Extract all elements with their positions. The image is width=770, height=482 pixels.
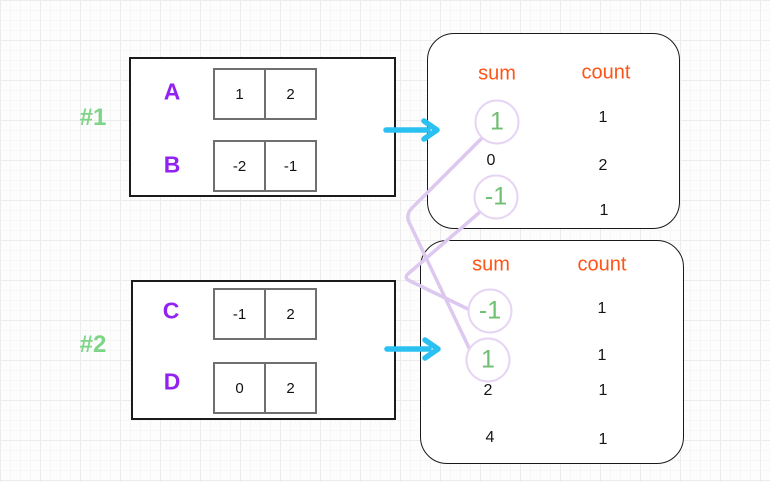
table-2-sum: 4 — [485, 429, 495, 446]
example-2-label: #2 — [79, 331, 107, 358]
array-cell: -2 — [213, 140, 266, 192]
array-d-cells: 0 2 — [213, 362, 317, 414]
arrow-right-icon — [384, 337, 441, 361]
array-cell: 0 — [213, 362, 266, 414]
array-cell: 1 — [213, 68, 266, 120]
arrow-right-icon — [383, 118, 440, 142]
connector-sum-neg1-to-sum-neg1 — [404, 210, 482, 311]
table-1-count: 2 — [598, 157, 608, 174]
array-cell: -1 — [213, 288, 266, 340]
array-b-cells: -2 -1 — [213, 140, 317, 192]
table-2-sum-circled: -1 — [467, 288, 513, 334]
array-cell: -1 — [264, 140, 317, 192]
table-1-count: 1 — [599, 202, 609, 219]
table-2-count: 1 — [597, 347, 607, 364]
array-c-name: C — [162, 297, 180, 324]
array-c-cells: -1 2 — [213, 288, 317, 340]
table-1-sum-header: sum — [478, 62, 516, 85]
array-cell: 2 — [264, 68, 317, 120]
table-2-sum-header: sum — [472, 253, 510, 276]
array-cell: 2 — [264, 288, 317, 340]
array-b-name: B — [163, 151, 181, 178]
array-cell: 2 — [264, 362, 317, 414]
sum-count-table-2 — [420, 240, 684, 464]
table-1-sum-circled: 1 — [474, 99, 520, 145]
table-2-count-header: count — [577, 253, 627, 276]
array-d-name: D — [163, 368, 181, 395]
array-a-cells: 1 2 — [213, 68, 317, 120]
table-2-count: 1 — [598, 431, 608, 448]
table-2-count: 1 — [597, 300, 607, 317]
table-2-count: 1 — [598, 382, 608, 399]
table-1-sum: 0 — [486, 152, 496, 169]
table-2-sum: 2 — [483, 382, 493, 399]
table-2-sum-circled: 1 — [465, 337, 511, 383]
table-1-count: 1 — [598, 109, 608, 126]
sum-count-table-1 — [427, 33, 680, 229]
table-1-count-header: count — [581, 61, 631, 84]
table-1-sum-circled: -1 — [473, 174, 519, 220]
array-a-name: A — [163, 78, 181, 105]
example-1-label: #1 — [79, 104, 107, 131]
connector-sum-1-to-sum-1 — [406, 135, 485, 354]
